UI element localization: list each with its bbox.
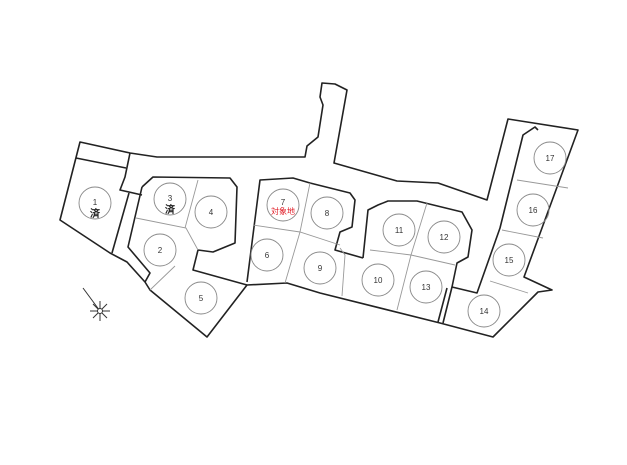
lot-4-number: 4 — [209, 208, 214, 217]
lot1-strip — [75, 157, 127, 169]
lot-12-number: 12 — [440, 233, 449, 242]
lot-1-status: 済 — [90, 207, 101, 220]
lot-dividers — [135, 179, 569, 311]
lot-6-number: 6 — [265, 251, 270, 260]
road-left-edge — [111, 192, 130, 254]
lot-1-number: 1 — [93, 198, 98, 207]
lot1-right-edge — [119, 152, 143, 196]
block-a — [141, 176, 248, 286]
block-c — [362, 126, 539, 294]
lot-5-number: 5 — [199, 294, 204, 303]
lot-14-number: 14 — [480, 307, 489, 316]
lot-17-number: 17 — [546, 154, 555, 163]
site-boundary — [59, 82, 579, 338]
lot-11-number: 11 — [395, 226, 404, 235]
lot-3-status: 済 — [165, 203, 176, 216]
lot-10-number: 10 — [374, 276, 383, 285]
lot-15-number: 15 — [505, 256, 514, 265]
lot-8-number: 8 — [325, 209, 330, 218]
lot-16-number: 16 — [529, 206, 538, 215]
lot-7-number: 7 — [281, 198, 286, 207]
lot-13-number: 13 — [422, 283, 431, 292]
compass-icon — [82, 287, 110, 321]
road-right-edge — [127, 186, 151, 283]
lot-3-number: 3 — [168, 194, 173, 203]
lot14-edge — [437, 286, 453, 324]
lot-9-number: 9 — [318, 264, 323, 273]
lot-2-number: 2 — [158, 246, 163, 255]
lot-7-target-label: 対象地 — [271, 206, 295, 216]
lot-circles — [78, 141, 567, 328]
block-b — [246, 177, 364, 283]
